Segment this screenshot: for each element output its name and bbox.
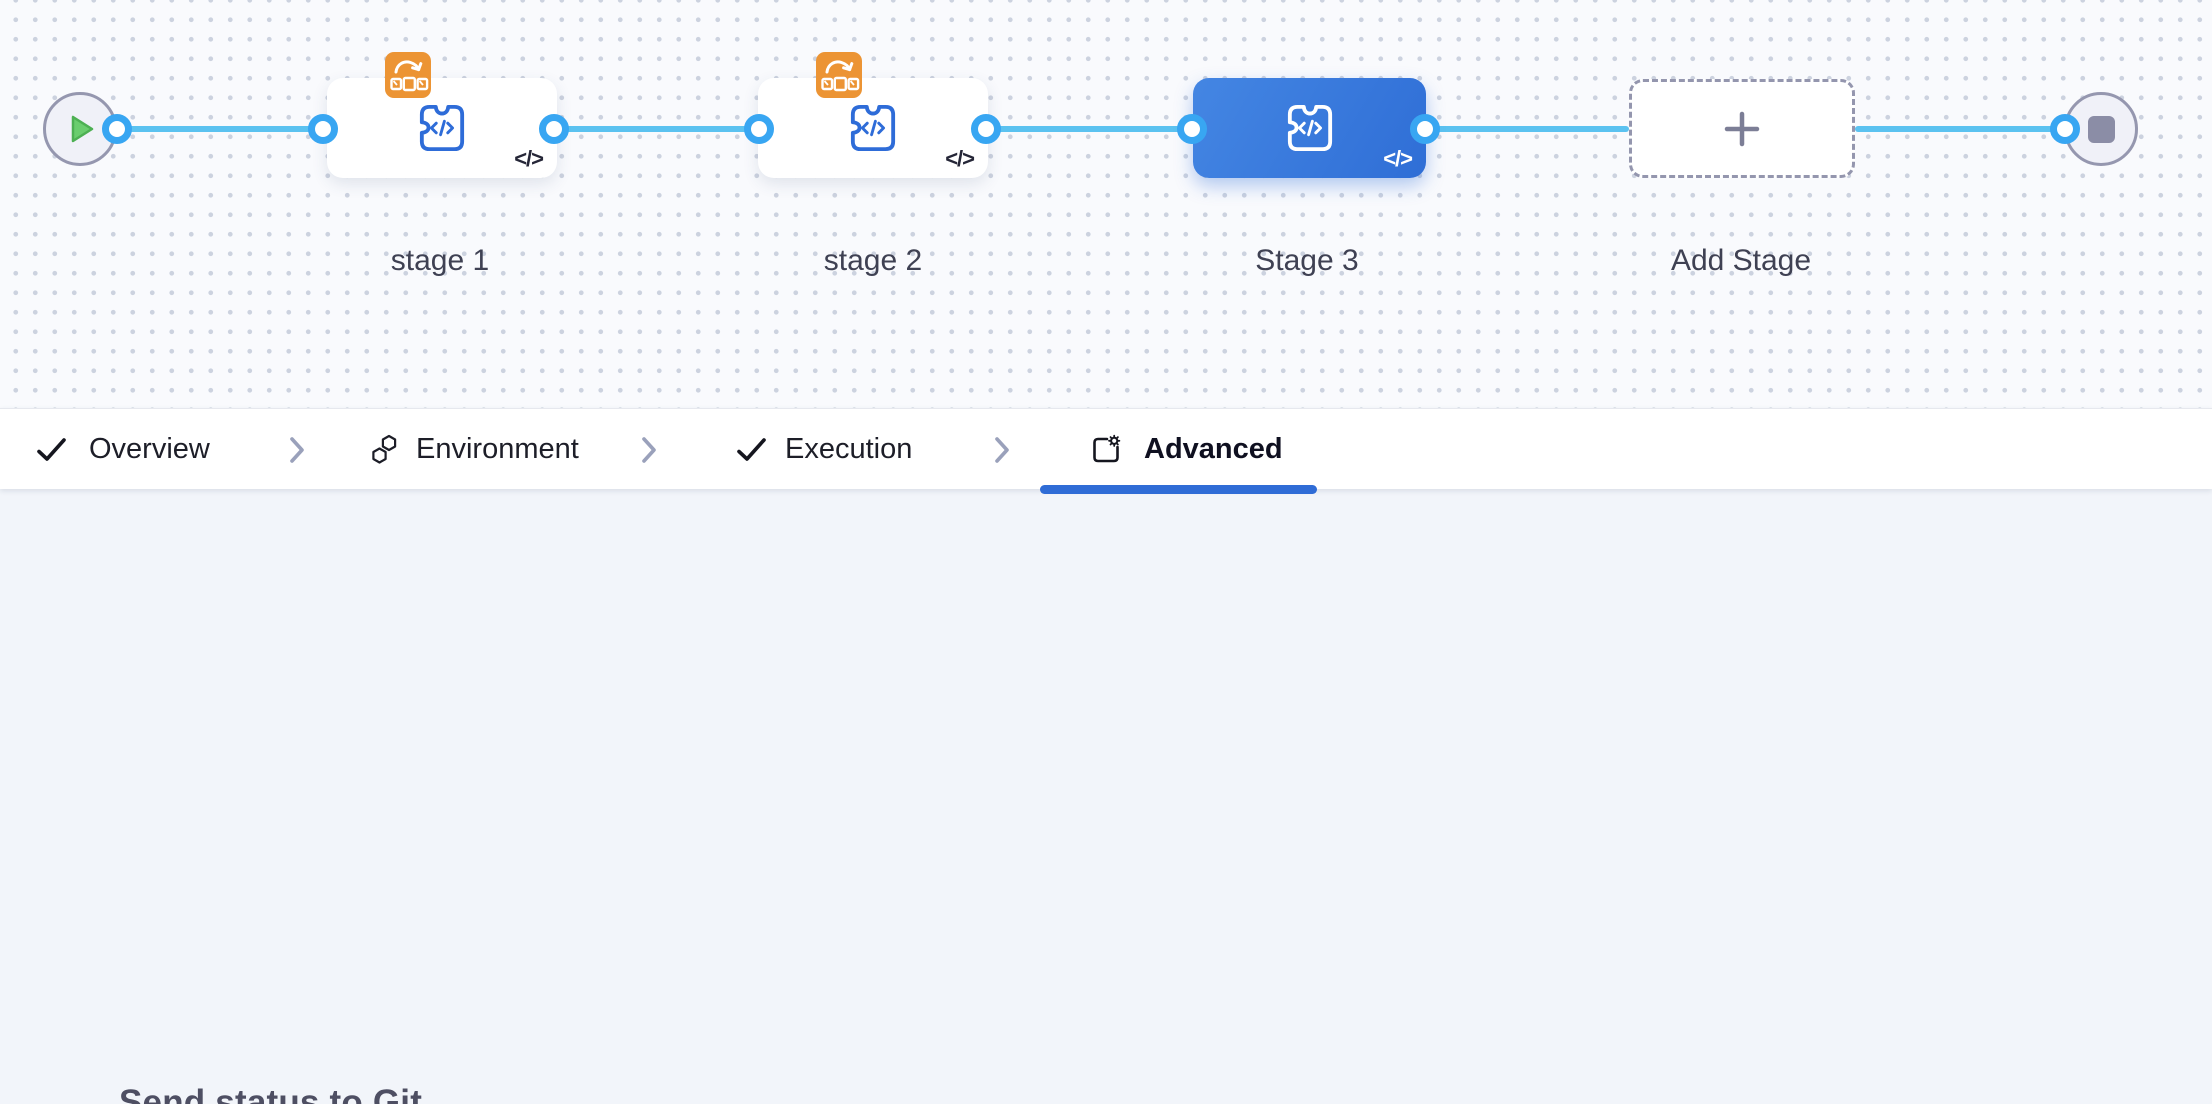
check-icon — [735, 435, 768, 465]
stage-config-tabbar: Overview Environment Execution — [0, 408, 2212, 489]
stop-icon — [2088, 116, 2115, 143]
stage-node-stage3-selected[interactable]: </> — [1193, 78, 1426, 178]
tab-label: Execution — [785, 433, 912, 466]
tab-execution[interactable]: Execution — [735, 409, 912, 490]
edge-stage1-stage2 — [554, 126, 759, 132]
chevron-right-icon — [994, 437, 1010, 463]
port-stage1-in — [308, 114, 338, 144]
stage-label: stage 1 — [290, 244, 590, 278]
section-heading: Send status to Git — [119, 1083, 422, 1104]
yaml-code-glyph: </> — [1383, 146, 1412, 172]
tab-label: Environment — [416, 433, 579, 466]
yaml-code-glyph: </> — [514, 146, 543, 172]
plus-icon — [1721, 108, 1763, 150]
advanced-tab-content: Send status to Git For pipelines trigger… — [0, 490, 2212, 1104]
chevron-right-icon — [641, 437, 657, 463]
looping-strategy-badge-icon — [816, 52, 862, 98]
port-stage3-in — [1177, 114, 1207, 144]
page-gear-icon — [1090, 434, 1122, 466]
tab-environment[interactable]: Environment — [370, 409, 579, 490]
edge-start-stage1 — [117, 126, 323, 132]
chevron-right-icon — [289, 437, 305, 463]
custom-stage-icon — [418, 103, 466, 153]
custom-stage-icon — [1286, 103, 1334, 153]
hexagons-icon — [370, 434, 398, 465]
port-end-in — [2050, 114, 2080, 144]
stage-node-stage2[interactable]: </> — [758, 78, 988, 178]
stage-label: stage 2 — [723, 244, 1023, 278]
play-icon — [63, 112, 97, 146]
port-start-out — [102, 114, 132, 144]
tab-label: Advanced — [1144, 433, 1283, 466]
tab-label: Overview — [89, 433, 210, 466]
looping-strategy-badge-icon — [385, 52, 431, 98]
custom-stage-icon — [849, 103, 897, 153]
port-stage3-out — [1410, 114, 1440, 144]
check-icon — [35, 435, 68, 465]
add-stage-label: Add Stage — [1591, 244, 1891, 278]
port-stage2-in — [744, 114, 774, 144]
add-stage-button[interactable] — [1629, 79, 1855, 178]
edge-stage3-addstage — [1425, 126, 1629, 132]
edge-addstage-end — [1855, 126, 2065, 132]
tab-advanced[interactable]: Advanced — [1090, 409, 1283, 490]
active-tab-underline — [1040, 485, 1317, 494]
pipeline-canvas: </> </> — [0, 0, 2212, 408]
stage-node-stage1[interactable]: </> — [327, 78, 557, 178]
yaml-code-glyph: </> — [945, 146, 974, 172]
tab-overview[interactable]: Overview — [35, 409, 210, 490]
port-stage2-out — [971, 114, 1001, 144]
port-stage1-out — [539, 114, 569, 144]
edge-stage2-stage3 — [986, 126, 1192, 132]
stage-label: Stage 3 — [1157, 244, 1457, 278]
